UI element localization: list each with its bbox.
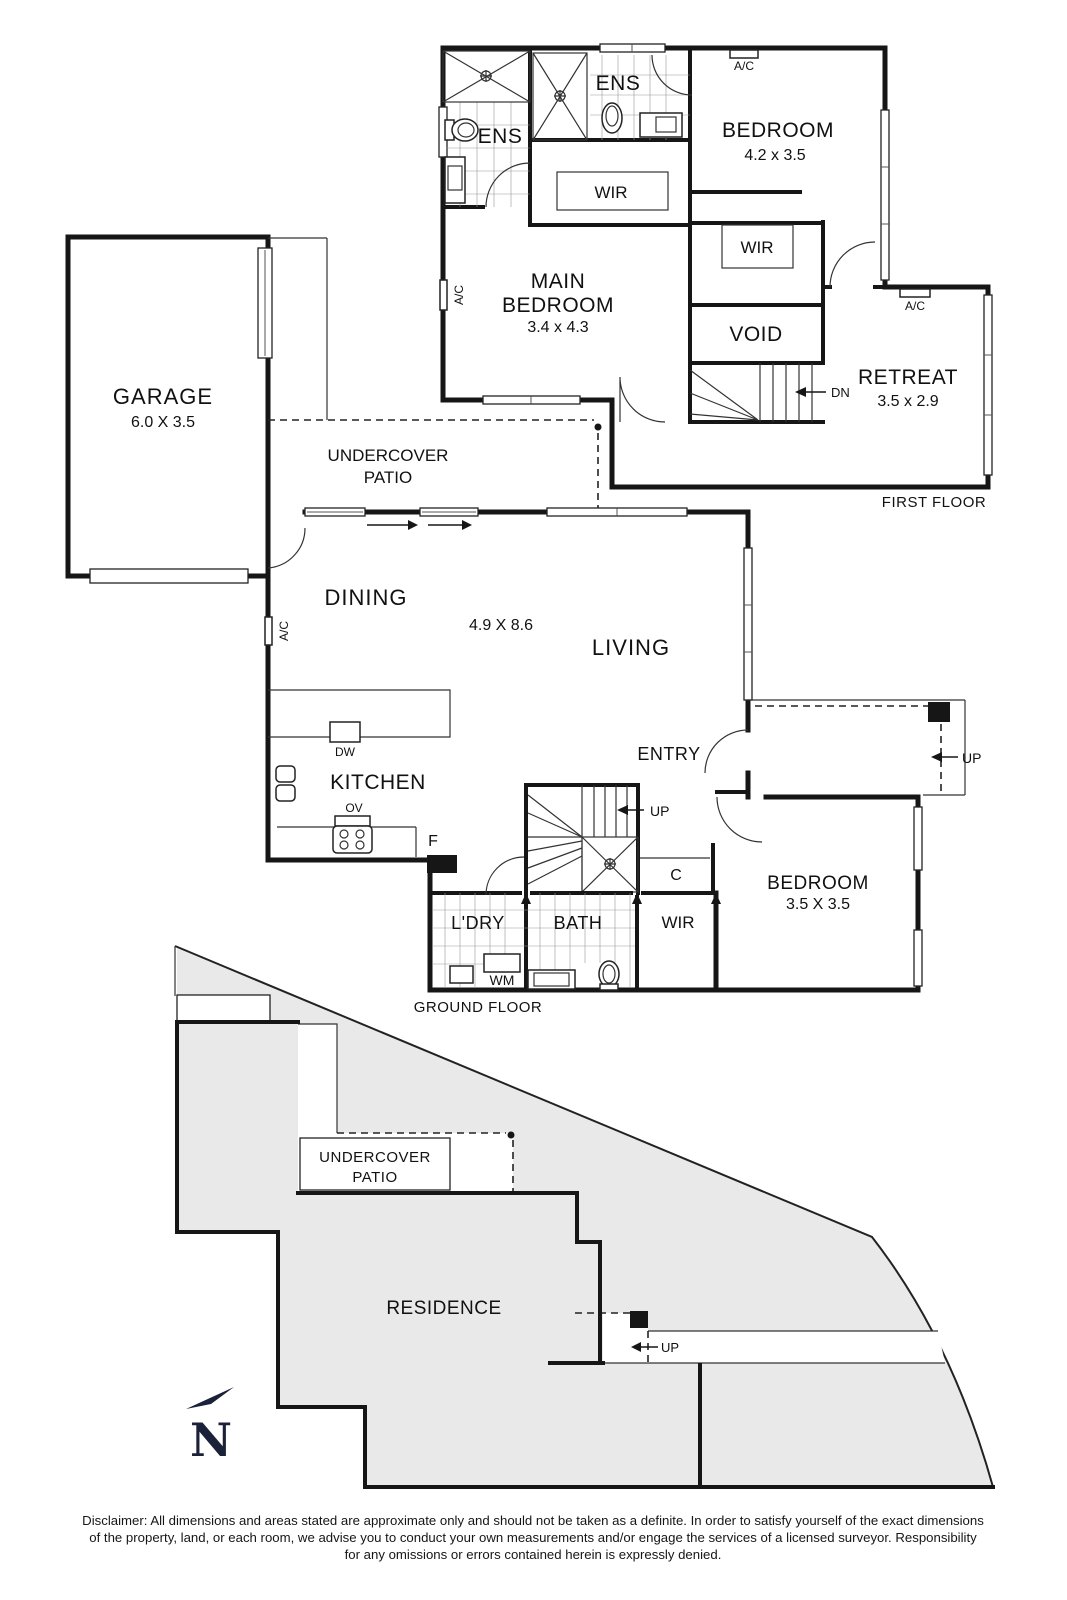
site-plan: UNDERCOVER PATIO UP RESIDENCE N xyxy=(174,945,995,1489)
first-floor-label: FIRST FLOOR xyxy=(882,494,986,511)
site-patio-label-box xyxy=(299,1137,451,1191)
porch-up-label: UP xyxy=(962,750,981,766)
disclaimer-line3: for any omissions or errors contained he… xyxy=(345,1547,722,1562)
site-residence-label: RESIDENCE xyxy=(386,1298,501,1319)
site-patio-label: UNDERCOVER xyxy=(319,1149,431,1166)
living-dims: 4.9 X 8.6 xyxy=(469,617,533,634)
bedroom-ff-label: BEDROOM xyxy=(722,119,834,142)
cupboard-label: C xyxy=(670,867,682,884)
kitchen-label: KITCHEN xyxy=(330,771,426,794)
ac-top-label: A/C xyxy=(734,59,754,73)
bedroom-ground-dims: 3.5 X 3.5 xyxy=(786,896,850,913)
ens-left-label: ENS xyxy=(478,125,523,148)
living-label: LIVING xyxy=(592,635,670,660)
ac-unit-top xyxy=(729,49,759,59)
disclaimer: Disclaimer: All dimensions and areas sta… xyxy=(82,1513,984,1562)
kitchen-sink xyxy=(275,765,296,802)
laundry-door xyxy=(485,856,525,896)
ground-floor-label: GROUND FLOOR xyxy=(414,999,543,1016)
stairs-down: DN xyxy=(689,363,850,422)
site-up-label: UP xyxy=(661,1340,679,1355)
north-arrow-icon: N xyxy=(186,1387,234,1467)
main-bedroom-door xyxy=(619,376,666,423)
site-patio-label2: PATIO xyxy=(352,1169,397,1186)
ac-retreat-label: A/C xyxy=(905,299,925,313)
ens-right-label: ENS xyxy=(596,72,641,95)
garage-label: GARAGE xyxy=(113,384,213,409)
kitchen-wall-pier xyxy=(427,855,457,873)
wir-mid-label: WIR xyxy=(740,238,773,257)
sliding-door-arrows xyxy=(367,520,472,530)
garage-dims: 6.0 X 3.5 xyxy=(131,414,195,431)
room-ens-left: ENS xyxy=(442,50,531,208)
entry-label: ENTRY xyxy=(637,744,700,764)
laundry-trough xyxy=(449,965,474,984)
retreat-label: RETREAT xyxy=(858,366,958,389)
main-bedroom-dims: 3.4 x 4.3 xyxy=(527,319,588,336)
wir-ground-label: WIR xyxy=(661,913,694,932)
bedroom-door xyxy=(716,796,763,843)
room-garage: GARAGE 6.0 X 3.5 xyxy=(65,234,273,584)
shower-ground xyxy=(581,836,639,893)
ac-unit-left xyxy=(439,279,448,311)
dn-label: DN xyxy=(831,385,850,400)
kitchen-island: DW xyxy=(268,689,451,759)
robe-mid xyxy=(721,224,794,269)
retreat-dims: 3.5 x 2.9 xyxy=(877,393,938,410)
patio-label2: PATIO xyxy=(364,468,413,487)
bath-label: BATH xyxy=(554,913,603,933)
retreat-door xyxy=(829,241,876,288)
up-label: UP xyxy=(650,803,669,819)
disclaimer-line2: of the property, land, or each room, we … xyxy=(89,1530,977,1545)
patio-door xyxy=(267,527,306,569)
entry-door xyxy=(704,729,749,774)
ov-label: OV xyxy=(345,801,362,815)
disclaimer-line1: Disclaimer: All dimensions and areas sta… xyxy=(82,1513,984,1528)
ground-floor-plan: GARAGE 6.0 X 3.5 UNDERCOVER PATIO xyxy=(65,234,981,1016)
garage-door xyxy=(89,568,249,584)
entry-porch: UP xyxy=(748,699,981,796)
main-bedroom-line1: MAIN xyxy=(531,270,586,293)
first-floor-plan: A/C A/C A/C ENS xyxy=(438,43,993,511)
bedroom-ff-dims: 4.2 x 3.5 xyxy=(744,147,805,164)
cooktop xyxy=(332,815,373,854)
toilet-ens-left xyxy=(444,118,479,142)
tile-grid-wet-areas xyxy=(432,893,635,988)
ac-unit-dining xyxy=(264,616,273,646)
main-bedroom-line2: BEDROOM xyxy=(502,294,614,317)
site-stair-path xyxy=(603,1313,945,1363)
patio-label: UNDERCOVER xyxy=(328,446,449,465)
vanity-ens-left xyxy=(444,156,466,204)
fridge-label: F xyxy=(428,833,438,850)
robe-top xyxy=(556,171,669,211)
ac-dining-label: A/C xyxy=(277,621,291,641)
dw-label: DW xyxy=(335,745,356,759)
cavity-slider-arrows xyxy=(521,893,721,912)
site-residence-outline xyxy=(175,1020,995,1489)
bath-tub xyxy=(527,969,576,990)
ens-right-door xyxy=(651,54,693,96)
laundry-label: L'DRY xyxy=(451,913,505,933)
wm-label: WM xyxy=(490,972,515,988)
bedroom-ground-label: BEDROOM xyxy=(767,873,869,894)
patio-corner-dot xyxy=(594,423,602,431)
north-letter: N xyxy=(190,1413,232,1467)
site-driveway xyxy=(176,994,271,1023)
porch-post xyxy=(928,702,950,722)
wir-top-label: WIR xyxy=(594,183,627,202)
site-stair-post xyxy=(630,1311,648,1328)
dining-label: DINING xyxy=(325,585,408,610)
room-ens-right: ENS xyxy=(532,52,693,141)
dishwasher xyxy=(329,721,361,743)
ac-unit-retreat xyxy=(899,288,931,298)
toilet-bath xyxy=(598,960,620,991)
site-patio-corner-dot xyxy=(507,1131,515,1139)
toilet-ens-right xyxy=(601,102,623,134)
void-label: VOID xyxy=(729,323,782,346)
ac-left-label: A/C xyxy=(452,285,466,305)
washing-machine xyxy=(483,953,521,973)
ens-left-door xyxy=(485,162,531,208)
